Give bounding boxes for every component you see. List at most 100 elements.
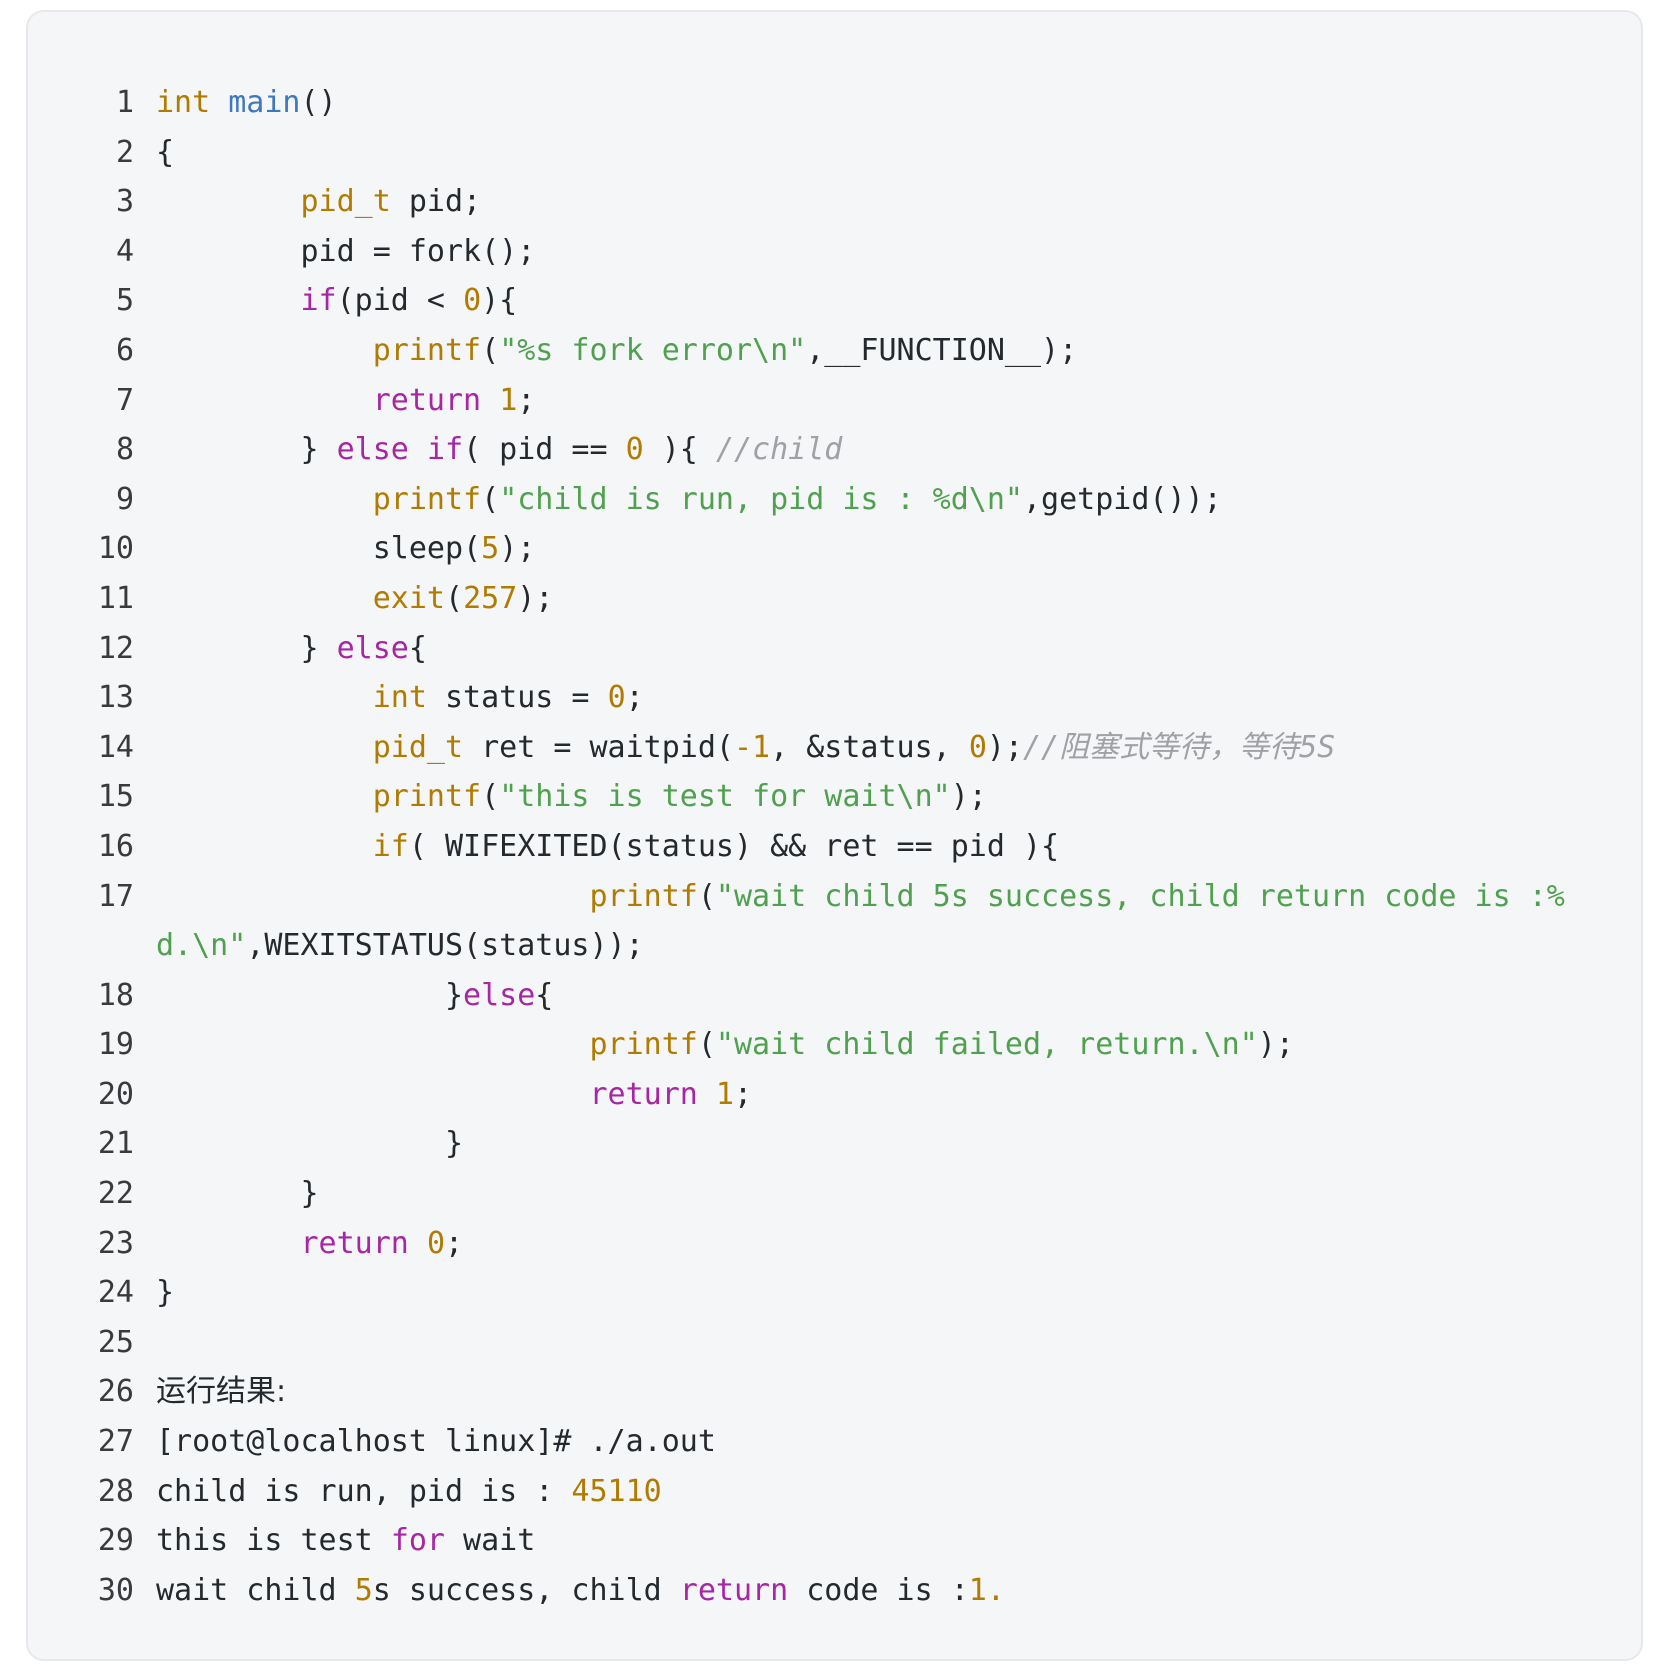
code-token: printf	[372, 332, 482, 368]
code-line: 27[root@localhost linux]# ./a.out	[28, 1417, 1641, 1467]
code-line: 20 return 1;	[28, 1070, 1641, 1120]
code-token: printf	[589, 878, 698, 914]
line-content: {	[134, 128, 1596, 178]
code-token: ){	[643, 432, 716, 468]
code-token: printf	[589, 1027, 698, 1063]
line-number: 18	[97, 977, 134, 1013]
code-line: 11 exit(257);	[28, 574, 1641, 624]
code-token: for	[390, 1523, 445, 1559]
code-token: return	[589, 1076, 698, 1112]
code-line: 14 pid_t ret = waitpid(-1, &status, 0);/…	[28, 723, 1641, 773]
code-token: 45110	[571, 1473, 662, 1509]
code-token: }	[156, 1176, 319, 1212]
code-line: 12 } else{	[28, 624, 1641, 674]
code-token: exit	[372, 580, 445, 616]
line-number: 14	[97, 729, 134, 765]
line-number: 16	[97, 828, 134, 864]
code-token: );	[950, 779, 987, 815]
line-content: int status = 0;	[134, 673, 1596, 723]
code-token: ( pid ==	[463, 432, 626, 468]
code-token: //child	[715, 432, 843, 468]
code-line: 16 if( WIFEXITED(status) && ret == pid )…	[28, 822, 1641, 872]
code-token	[156, 482, 373, 517]
code-line: 3 pid_t pid;	[28, 177, 1641, 227]
code-token	[698, 1077, 716, 1112]
line-number: 25	[97, 1324, 134, 1360]
code-token	[156, 680, 373, 715]
code-token	[156, 1027, 589, 1062]
code-token: int	[156, 85, 211, 120]
line-content: 运行结果:	[134, 1367, 1596, 1417]
line-content: }	[134, 1268, 1596, 1318]
code-token: return	[300, 1225, 409, 1261]
line-number: 2	[115, 134, 134, 170]
code-token: }	[444, 977, 464, 1013]
line-content: printf("wait child 5s success, child ret…	[134, 872, 1596, 971]
code-line: 25	[28, 1318, 1641, 1368]
code-token: (	[481, 481, 500, 517]
code-line: 8 } else if( pid == 0 ){ //child	[28, 425, 1641, 475]
line-content: printf("wait child failed, return.\n");	[134, 1020, 1596, 1070]
code-token: 1	[499, 382, 518, 418]
line-number: 10	[97, 531, 134, 567]
code-token: }	[156, 432, 337, 468]
code-token: {	[535, 977, 554, 1013]
code-token: 0	[463, 283, 482, 319]
code-token: else	[336, 630, 409, 666]
code-token: ,WEXITSTATUS(status));	[246, 928, 644, 964]
code-token: ,getpid());	[1022, 481, 1222, 517]
line-content: } else{	[134, 624, 1596, 674]
line-number: 6	[115, 332, 134, 368]
line-content: pid = fork();	[134, 227, 1596, 277]
code-line: 10 sleep(5);	[28, 524, 1641, 574]
line-content: wait child 5s success, child return code…	[134, 1566, 1596, 1616]
line-content: exit(257);	[134, 574, 1596, 624]
code-token: (	[697, 878, 716, 914]
code-token: pid_t	[300, 184, 391, 220]
code-token: "wait child 5s success, child return cod…	[156, 878, 1565, 964]
line-number: 4	[115, 233, 134, 269]
code-token: else	[463, 977, 536, 1013]
code-token: return	[372, 382, 482, 418]
line-content: } else if( pid == 0 ){ //child	[134, 425, 1596, 475]
code-token: -1	[734, 729, 771, 765]
line-number: 23	[97, 1225, 134, 1261]
code-token: (	[697, 1027, 716, 1063]
line-content: if( WIFEXITED(status) && ret == pid ){	[134, 822, 1596, 872]
code-token: printf	[372, 779, 482, 815]
code-token: 0	[625, 432, 644, 468]
code-token: 5	[481, 531, 500, 567]
code-token	[409, 1226, 427, 1261]
code-token: 1.	[968, 1572, 1005, 1608]
code-token: 5	[354, 1572, 373, 1608]
code-line: 13 int status = 0;	[28, 673, 1641, 723]
line-content: return 0;	[134, 1219, 1596, 1269]
code-token: wait child	[156, 1572, 355, 1608]
line-number: 12	[97, 630, 134, 666]
code-token	[156, 978, 445, 1013]
code-line: 5 if(pid < 0){	[28, 276, 1641, 326]
code-token: ()	[300, 85, 337, 120]
code-token: (pid <	[336, 283, 464, 319]
line-number: 7	[115, 382, 134, 418]
line-number: 22	[97, 1176, 134, 1212]
line-content: printf("child is run, pid is : %d\n",get…	[134, 475, 1596, 525]
code-token	[210, 85, 228, 120]
code-line: 18 }else{	[28, 971, 1641, 1021]
line-number: 13	[97, 680, 134, 716]
code-token	[156, 730, 373, 765]
code-line: 22 }	[28, 1169, 1641, 1219]
code-token: s success, child	[372, 1572, 680, 1608]
code-line: 9 printf("child is run, pid is : %d\n",g…	[28, 475, 1641, 525]
line-number: 9	[115, 481, 134, 517]
line-content: return 1;	[134, 1070, 1596, 1120]
code-token: code is :	[788, 1572, 969, 1608]
line-content: printf("%s fork error\n",__FUNCTION__);	[134, 326, 1596, 376]
code-token: printf	[372, 481, 482, 517]
code-token: pid;	[390, 184, 482, 220]
code-token	[156, 283, 301, 318]
code-token	[156, 779, 373, 814]
